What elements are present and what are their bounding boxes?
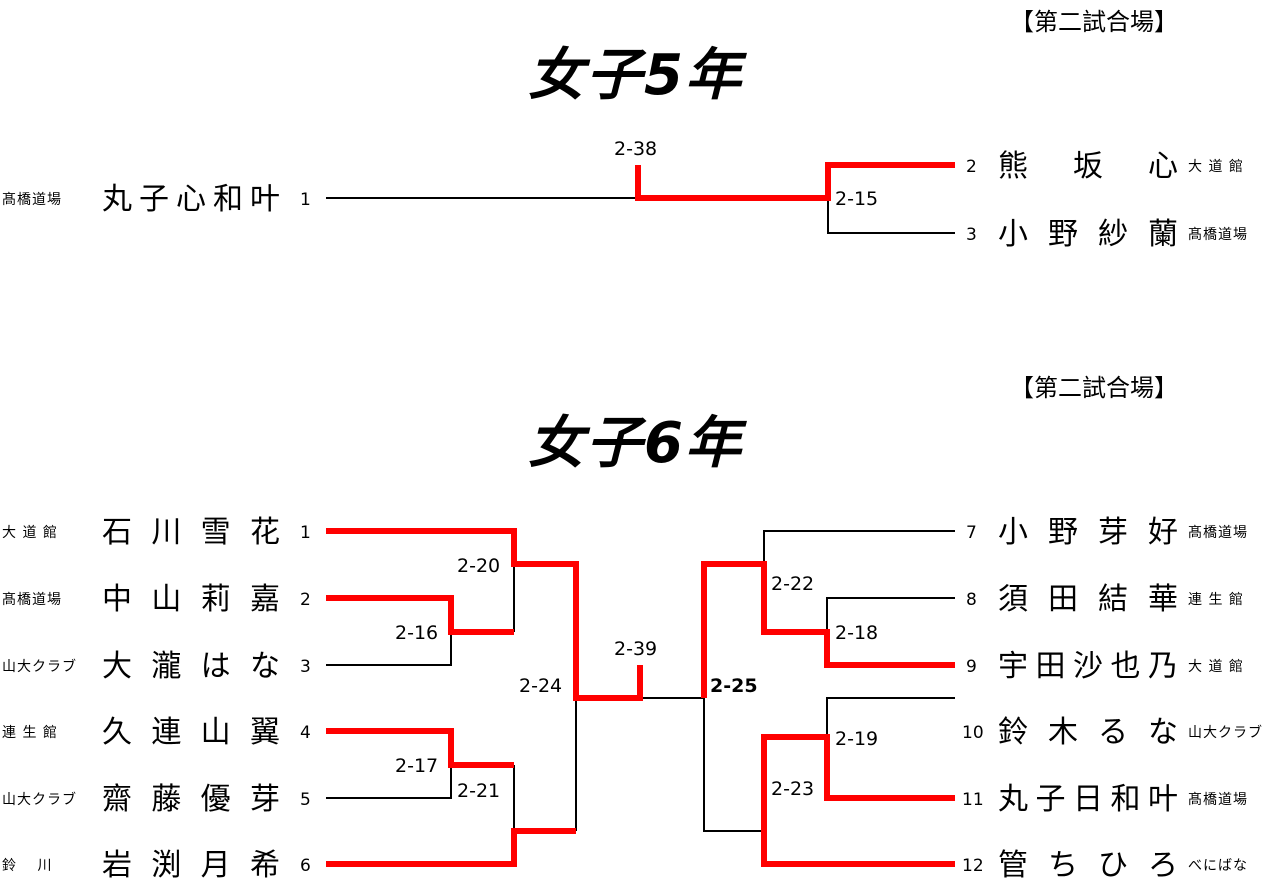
club-6th-left-3: 山大クラブ bbox=[2, 658, 77, 675]
club-6th-right-10: 山大クラブ bbox=[1188, 724, 1263, 741]
club-5th-left-1: 髙橋道場 bbox=[2, 191, 62, 208]
line-6th-left-5 bbox=[326, 765, 452, 799]
match-6th-2-22: 2-22 bbox=[771, 573, 814, 595]
bracket-5th-lines bbox=[326, 162, 955, 234]
match-5th-2-38: 2-38 bbox=[614, 138, 657, 160]
seed-6th-right-10: 10 bbox=[962, 723, 984, 743]
line-6th-win-11 bbox=[761, 734, 955, 831]
title-girls-6th: 女子6年 bbox=[528, 411, 743, 476]
name-6th-left-6: 岩渕月希 bbox=[102, 848, 280, 883]
match-6th-2-18: 2-18 bbox=[835, 622, 878, 644]
seed-5th-right-2: 2 bbox=[966, 157, 977, 177]
name-6th-right-7: 小野芽好 bbox=[998, 515, 1178, 550]
seed-6th-right-8: 8 bbox=[966, 590, 977, 610]
seed-6th-right-11: 11 bbox=[962, 790, 984, 810]
bracket-6th-lines bbox=[326, 528, 955, 867]
line-6th-win-6 bbox=[326, 828, 576, 867]
club-6th-left-5: 山大クラブ bbox=[2, 791, 77, 808]
line-6th-right-7 bbox=[763, 530, 955, 564]
club-6th-right-9: 大 道 館 bbox=[1188, 658, 1244, 675]
bracket-6th-left-text: 大 道 館 石川雪花 1 髙橋道場 中山莉嘉 2 山大クラブ 大瀧はな 3 連 … bbox=[2, 515, 311, 883]
name-6th-right-11: 丸子日和叶 bbox=[998, 782, 1178, 817]
bracket-5th-text: 髙橋道場 丸子心和叶 1 2 熊 坂 心 大 道 館 3 小野紗蘭 髙橋道場 2… bbox=[2, 138, 1248, 252]
match-6th-2-23: 2-23 bbox=[771, 778, 814, 800]
title-girls-5th: 女子5年 bbox=[528, 43, 743, 108]
seed-6th-left-5: 5 bbox=[300, 790, 311, 810]
name-6th-left-4: 久連山翼 bbox=[102, 715, 280, 750]
match-6th-2-17: 2-17 bbox=[395, 755, 438, 777]
line-6th-right-8 bbox=[826, 597, 955, 632]
line-5th-right-3 bbox=[827, 198, 955, 234]
match-6th-2-16: 2-16 bbox=[395, 622, 438, 644]
club-5th-right-2: 大 道 館 bbox=[1188, 158, 1244, 175]
name-6th-left-2: 中山莉嘉 bbox=[102, 582, 280, 617]
club-6th-right-7: 髙橋道場 bbox=[1188, 524, 1248, 541]
club-6th-right-12: べにばな bbox=[1188, 858, 1248, 874]
name-6th-left-3: 大瀧はな bbox=[102, 649, 280, 684]
name-6th-right-9: 宇田沙也乃 bbox=[998, 649, 1178, 684]
club-6th-left-1: 大 道 館 bbox=[2, 524, 58, 541]
match-6th-2-25: 2-25 bbox=[710, 675, 758, 697]
line-6th-win-1 bbox=[326, 528, 643, 701]
name-6th-right-8: 須田結華 bbox=[998, 582, 1178, 617]
line-6th-win-4 bbox=[326, 728, 514, 768]
club-6th-left-6: 鈴 川 bbox=[2, 858, 52, 874]
venue-label-6th: 【第二試合場】 bbox=[1010, 374, 1178, 402]
club-6th-left-4: 連 生 館 bbox=[2, 724, 58, 741]
club-6th-right-8: 連 生 館 bbox=[1188, 591, 1244, 608]
name-6th-left-5: 齋藤優芽 bbox=[102, 782, 280, 817]
line-6th-right-10 bbox=[826, 697, 955, 737]
line-5th-win-2 bbox=[635, 162, 955, 201]
name-5th-left-1: 丸子心和叶 bbox=[102, 182, 280, 217]
seed-6th-left-4: 4 bbox=[300, 723, 311, 743]
club-5th-right-3: 髙橋道場 bbox=[1188, 226, 1248, 243]
match-6th-2-39: 2-39 bbox=[614, 638, 657, 660]
seed-6th-left-1: 1 bbox=[300, 523, 311, 543]
name-6th-right-12: 管ちひろ bbox=[998, 848, 1178, 883]
name-6th-right-10: 鈴木るな bbox=[998, 715, 1178, 750]
line-6th-right-2325 bbox=[703, 698, 764, 832]
seed-6th-right-9: 9 bbox=[966, 657, 977, 677]
seed-6th-right-12: 12 bbox=[962, 856, 984, 876]
club-6th-right-11: 髙橋道場 bbox=[1188, 791, 1248, 808]
seed-6th-right-7: 7 bbox=[966, 523, 977, 543]
line-6th-left-3 bbox=[326, 632, 452, 666]
match-6th-2-24: 2-24 bbox=[519, 675, 562, 697]
venue-label-5th: 【第二試合場】 bbox=[1010, 8, 1178, 36]
seed-6th-left-6: 6 bbox=[300, 856, 311, 876]
bracket-6th-right-text: 7 小野芽好 髙橋道場 8 須田結華 連 生 館 9 宇田沙也乃 大 道 館 1… bbox=[962, 515, 1263, 883]
seed-6th-left-3: 3 bbox=[300, 657, 311, 677]
name-6th-left-1: 石川雪花 bbox=[102, 515, 280, 550]
seed-5th-right-3: 3 bbox=[966, 225, 977, 245]
match-6th-2-21: 2-21 bbox=[457, 780, 500, 802]
name-5th-right-2: 熊 坂 心 bbox=[998, 149, 1178, 184]
bracket-6th-match-labels: 2-20 2-16 2-24 2-17 2-21 2-39 2-25 2-22 … bbox=[395, 555, 878, 802]
line-6th-win-9 bbox=[701, 561, 955, 698]
club-6th-left-2: 髙橋道場 bbox=[2, 591, 62, 608]
seed-6th-left-2: 2 bbox=[300, 590, 311, 610]
match-6th-2-19: 2-19 bbox=[835, 728, 878, 750]
seed-5th-left-1: 1 bbox=[300, 190, 311, 210]
match-6th-2-20: 2-20 bbox=[457, 555, 500, 577]
name-5th-right-3: 小野紗蘭 bbox=[998, 217, 1178, 252]
match-5th-2-15: 2-15 bbox=[835, 188, 878, 210]
line-6th-win-2 bbox=[326, 595, 514, 635]
line-6th-win-12 bbox=[761, 831, 955, 867]
